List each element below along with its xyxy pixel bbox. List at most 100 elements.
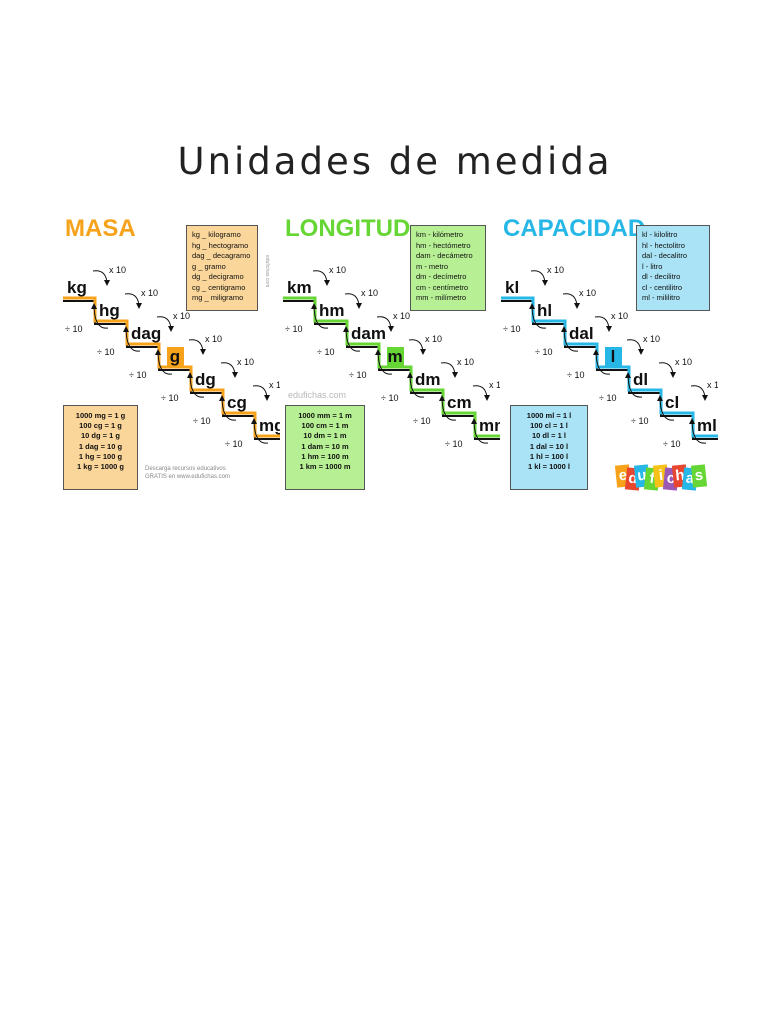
multiply-arrow [408,339,426,355]
multiply-label: x 10 [173,311,190,321]
unit-label: dl [633,370,648,389]
divide-label: ÷ 10 [349,370,366,380]
stair-line [501,296,718,438]
unit-label: mg [259,416,280,435]
equivalence-item: 1 hm = 100 m [301,451,349,461]
panel-heading: CAPACIDAD [503,215,646,242]
multiply-label: x 10 [393,311,410,321]
multiply-label: x 10 [141,288,158,298]
unit-label: km [287,278,312,297]
multiply-arrow [440,362,458,378]
legend-item: mm - milímetro [416,293,466,302]
unit-label: m [387,347,402,366]
multiply-label: x 10 [361,288,378,298]
divide-label: ÷ 10 [445,439,462,449]
divide-arrow [529,303,547,329]
divide-label: ÷ 10 [97,347,114,357]
unit-label: cm [447,393,472,412]
divide-arrow [187,372,205,398]
equivalence-item: 100 cg = 1 g [79,421,122,431]
divide-arrow [375,349,393,375]
multiply-arrow [188,339,206,355]
equivalence-item: 1000 mm = 1 m [298,411,352,420]
divide-arrow [91,303,109,329]
divide-arrow [593,349,611,375]
multiply-label: x 10 [205,334,222,344]
stair-line [283,296,500,438]
legend-item: g _ gramo [192,261,226,271]
stair-line [63,296,280,438]
multiply-arrow [690,385,708,401]
stair-shadow [283,300,500,440]
multiply-arrow [124,293,142,309]
divide-label: ÷ 10 [535,347,552,357]
divide-label: ÷ 10 [225,439,242,449]
divide-label: ÷ 10 [663,439,680,449]
base-unit-highlight [167,347,184,366]
equivalence-item: 1 kg = 1000 g [77,462,124,472]
equivalence-item: 1 dag = 10 g [78,441,123,451]
multiply-label: x 10 [425,334,442,344]
multiply-arrow [252,385,270,401]
multiply-label: x 10 [489,380,500,390]
multiply-arrow [376,316,394,332]
legend-item: dam - decámetro [416,251,473,260]
divide-arrow [689,418,707,444]
divide-arrow [343,326,361,352]
legend-item: kl - kilolitro [642,230,678,239]
unit-label: dal [569,324,594,343]
divide-label: ÷ 10 [193,416,210,426]
legend-item: ml - mililitro [642,293,680,302]
divide-arrow [155,349,173,375]
legend-item: m - metro [416,261,449,271]
equivalence-item: 1 hl = 100 l [529,451,569,461]
unit-label: dg [195,370,216,389]
unit-label: kl [505,278,519,297]
divide-label: ÷ 10 [129,370,146,380]
base-unit-highlight [605,347,622,366]
equivalence-item: 10 dg = 1 g [81,431,120,441]
divide-arrow [439,395,457,421]
legend-item: kg _ kilogramo [192,230,241,239]
base-unit-highlight [387,347,404,366]
equivalence-box: 1000 mg = 1 g 100 cg = 1 g 10 dg = 1 g 1… [63,405,138,490]
multiply-arrow [658,362,676,378]
unit-legend: kg _ kilogramo hg _ hectogramo dag _ dec… [186,225,258,311]
footer-line: GRATIS en www.edufichas.com [145,474,230,480]
side-url: edufichas.com [264,255,270,288]
divide-label: ÷ 10 [285,324,302,334]
divide-label: ÷ 10 [503,324,520,334]
multiply-arrow [562,293,580,309]
multiply-label: x 10 [643,334,660,344]
multiply-arrow [220,362,238,378]
multiply-label: x 10 [707,380,718,390]
divide-arrow [471,418,489,444]
divide-arrow [625,372,643,398]
watermark: edufichas.com [288,390,347,400]
multiply-label: x 10 [329,265,346,275]
legend-item: dal - decalitro [642,251,688,260]
unit-label: mm [479,416,500,435]
unit-label: dam [351,324,386,343]
legend-item: dm - decímetro [416,272,467,281]
equivalence-item: 100 cl = 1 l [530,421,568,431]
equivalence-item: 1 dam = 10 m [301,441,349,451]
legend-item: dl - decilitro [642,272,681,281]
unit-label: cg [227,393,247,412]
equivalence-item: 1 dal = 10 l [529,441,569,451]
unit-label: cl [665,393,679,412]
multiply-label: x 10 [579,288,596,298]
divide-arrow [407,372,425,398]
multiply-label: x 10 [237,357,254,367]
legend-item: l - litro [642,261,663,271]
legend-item: hl - hectolitro [642,240,685,250]
unit-label: dm [415,370,441,389]
equivalence-box: 1000 mm = 1 m 100 cm = 1 m 10 dm = 1 m 1… [285,405,365,490]
multiply-arrow [156,316,174,332]
unit-legend: kl - kilolitro hl - hectolitro dal - dec… [636,225,710,311]
